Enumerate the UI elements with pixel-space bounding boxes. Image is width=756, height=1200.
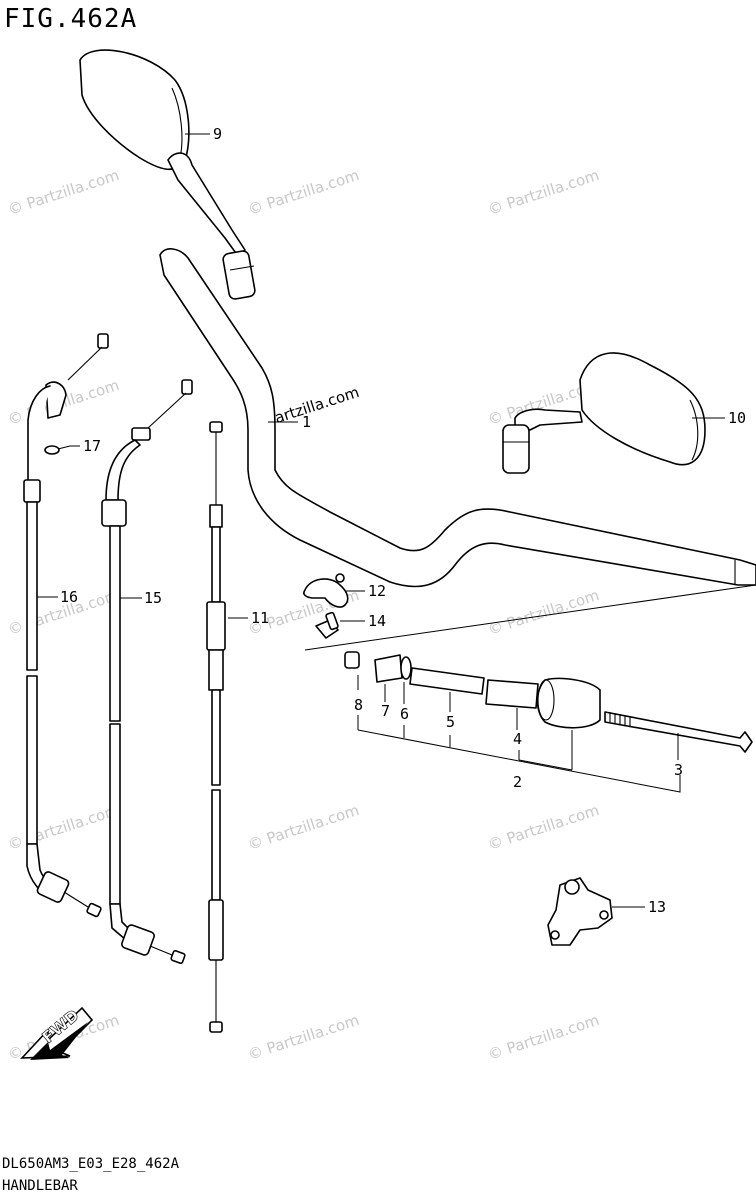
callout-16: 16 — [60, 588, 78, 606]
watermark: © Partzilla.com — [486, 1011, 602, 1064]
callout-13: 13 — [648, 898, 666, 916]
callout-1: 1 — [302, 413, 311, 431]
callout-labels: 1 2 3 4 5 6 7 8 9 10 11 12 13 14 15 16 1… — [60, 125, 746, 916]
callout-17: 17 — [83, 437, 101, 455]
figure-title: FIG.462A — [4, 4, 138, 34]
callout-8: 8 — [354, 696, 363, 714]
balancer-assembly — [344, 651, 753, 753]
watermark: © Partzilla.com — [246, 801, 362, 854]
watermark: © Partzilla.com — [6, 166, 122, 219]
callout-14: 14 — [368, 612, 386, 630]
bolt-14 — [315, 611, 339, 639]
callout-4: 4 — [513, 730, 522, 748]
mirror-left — [79, 49, 256, 300]
throttle-cable-16 — [23, 333, 109, 918]
handlebar — [159, 248, 756, 588]
callout-6: 6 — [400, 705, 409, 723]
mirror-right — [502, 352, 706, 474]
watermark: © Partzilla.com — [486, 166, 602, 219]
wire-clamp — [303, 573, 349, 608]
callout-10: 10 — [728, 409, 746, 427]
watermark: © Partzilla.com — [6, 801, 122, 854]
watermark: © Partzilla.com — [246, 166, 362, 219]
watermark: © Partzilla.com — [246, 1011, 362, 1064]
cable-guide-bracket — [547, 877, 613, 946]
watermark-layer: © Partzilla.com © Partzilla.com © Partzi… — [6, 166, 602, 1064]
watermark: © Partzilla.com — [486, 801, 602, 854]
clutch-cable-11 — [206, 421, 226, 1033]
screw-17 — [44, 445, 71, 455]
callout-9: 9 — [213, 125, 222, 143]
callout-7: 7 — [381, 702, 390, 720]
drawing-code: DL650AM3_E03_E28_462A — [2, 1156, 180, 1172]
callout-15: 15 — [144, 589, 162, 607]
section-name: HANDLEBAR — [2, 1178, 78, 1194]
callout-5: 5 — [446, 713, 455, 731]
callout-3: 3 — [674, 761, 683, 779]
callout-12: 12 — [368, 582, 386, 600]
leader-lines — [37, 133, 756, 908]
throttle-cable-15 — [101, 379, 193, 964]
callout-11: 11 — [251, 609, 269, 627]
callout-2: 2 — [513, 773, 522, 791]
watermark: © Partzilla.com — [486, 586, 602, 639]
